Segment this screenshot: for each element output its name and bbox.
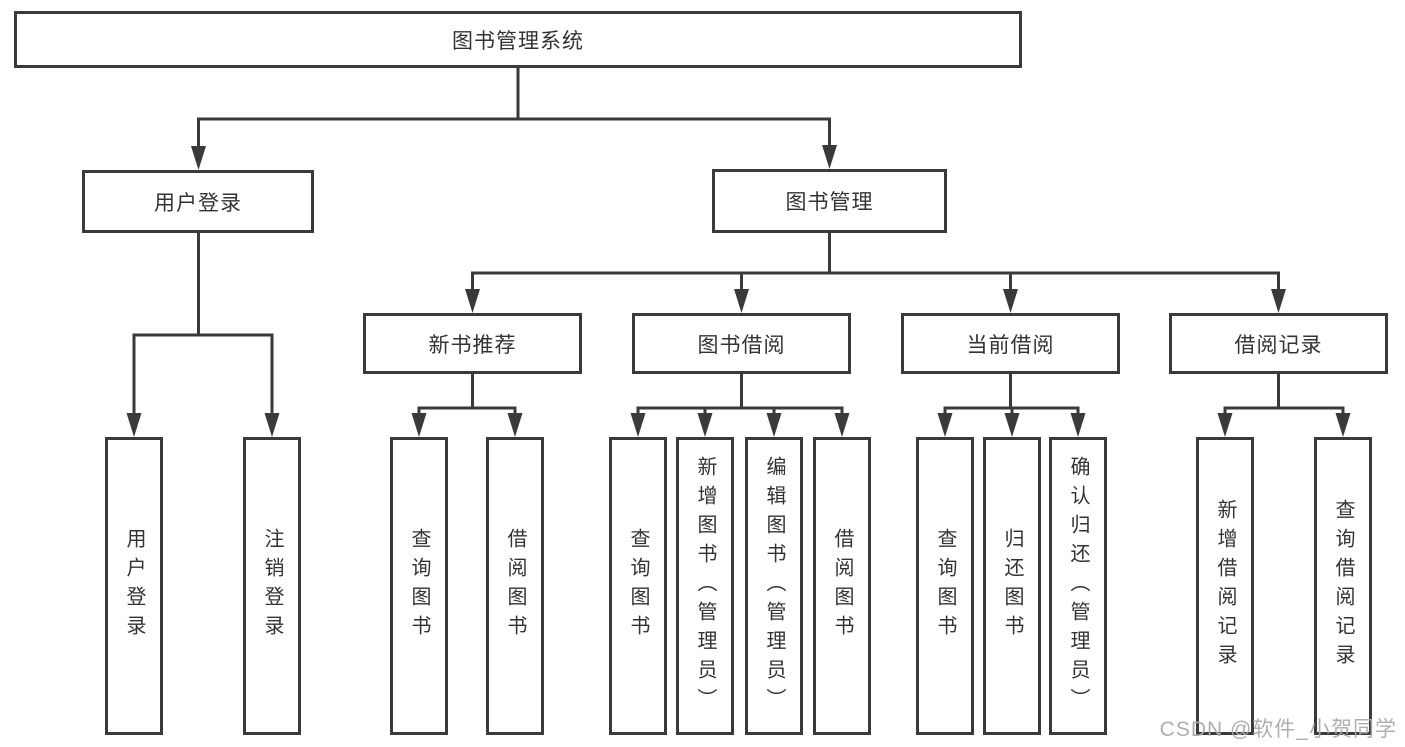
leaf-add-borrow-record: 新增借阅记录 bbox=[1196, 437, 1254, 735]
connector-root-to-level2 bbox=[191, 68, 837, 170]
leaf-return-books: 归还图书 bbox=[983, 437, 1041, 735]
leaf-query-books-current-label: 查询图书 bbox=[934, 528, 956, 644]
leaf-query-books-current: 查询图书 bbox=[916, 437, 974, 735]
leaf-query-books-borrow-label: 查询图书 bbox=[627, 528, 649, 644]
leaf-confirm-return-admin: 确认归还（管理员） bbox=[1049, 437, 1107, 735]
csdn-watermark: CSDN @软件_小贺同学 bbox=[1159, 718, 1397, 741]
node-book-borrow-label: 图书借阅 bbox=[697, 333, 786, 357]
leaf-query-borrow-record: 查询借阅记录 bbox=[1314, 437, 1372, 735]
node-new-book-recommend-label: 新书推荐 bbox=[428, 333, 517, 357]
connector-borrow-records-children bbox=[1217, 374, 1351, 437]
leaf-borrow-books-label: 借阅图书 bbox=[831, 528, 853, 644]
connector-new-book-rec-children bbox=[411, 374, 523, 437]
connector-book-borrow-children bbox=[630, 374, 850, 437]
node-borrow-records-label: 借阅记录 bbox=[1234, 333, 1323, 357]
node-book-borrow: 图书借阅 bbox=[632, 313, 851, 374]
leaf-query-borrow-record-label: 查询借阅记录 bbox=[1332, 499, 1354, 673]
node-root: 图书管理系统 bbox=[14, 11, 1022, 68]
leaf-borrow-books-recommend-label: 借阅图书 bbox=[504, 528, 526, 644]
leaf-logout: 注销登录 bbox=[243, 437, 301, 735]
connector-current-borrow-children bbox=[937, 374, 1086, 437]
leaf-add-borrow-record-label: 新增借阅记录 bbox=[1214, 499, 1236, 673]
leaf-borrow-books-recommend: 借阅图书 bbox=[486, 437, 544, 735]
leaf-query-books-borrow: 查询图书 bbox=[609, 437, 667, 735]
connector-user-login-children bbox=[126, 233, 280, 437]
leaf-logout-label: 注销登录 bbox=[261, 528, 283, 644]
leaf-return-books-label: 归还图书 bbox=[1001, 528, 1023, 644]
node-user-login: 用户登录 bbox=[82, 170, 314, 233]
leaf-user-login: 用户登录 bbox=[105, 437, 163, 735]
leaf-add-books-admin-label: 新增图书（管理员） bbox=[694, 455, 716, 717]
node-book-management: 图书管理 bbox=[712, 169, 947, 233]
node-new-book-recommend: 新书推荐 bbox=[363, 313, 582, 374]
leaf-edit-books-admin: 编辑图书（管理员） bbox=[745, 437, 803, 735]
leaf-user-login-label: 用户登录 bbox=[123, 528, 145, 644]
node-borrow-records: 借阅记录 bbox=[1169, 313, 1388, 374]
node-current-borrow: 当前借阅 bbox=[901, 313, 1120, 374]
leaf-add-books-admin: 新增图书（管理员） bbox=[676, 437, 734, 735]
node-user-login-label: 用户登录 bbox=[154, 191, 242, 215]
node-book-management-label: 图书管理 bbox=[785, 191, 874, 214]
leaf-query-books-recommend-label: 查询图书 bbox=[408, 528, 430, 644]
leaf-edit-books-admin-label: 编辑图书（管理员） bbox=[763, 455, 785, 717]
connector-book-mgmt-children bbox=[465, 233, 1286, 313]
node-root-label: 图书管理系统 bbox=[452, 29, 584, 53]
leaf-query-books-recommend: 查询图书 bbox=[390, 437, 448, 735]
node-current-borrow-label: 当前借阅 bbox=[966, 333, 1055, 357]
leaf-borrow-books: 借阅图书 bbox=[813, 437, 871, 735]
leaf-confirm-return-admin-label: 确认归还（管理员） bbox=[1067, 455, 1089, 717]
